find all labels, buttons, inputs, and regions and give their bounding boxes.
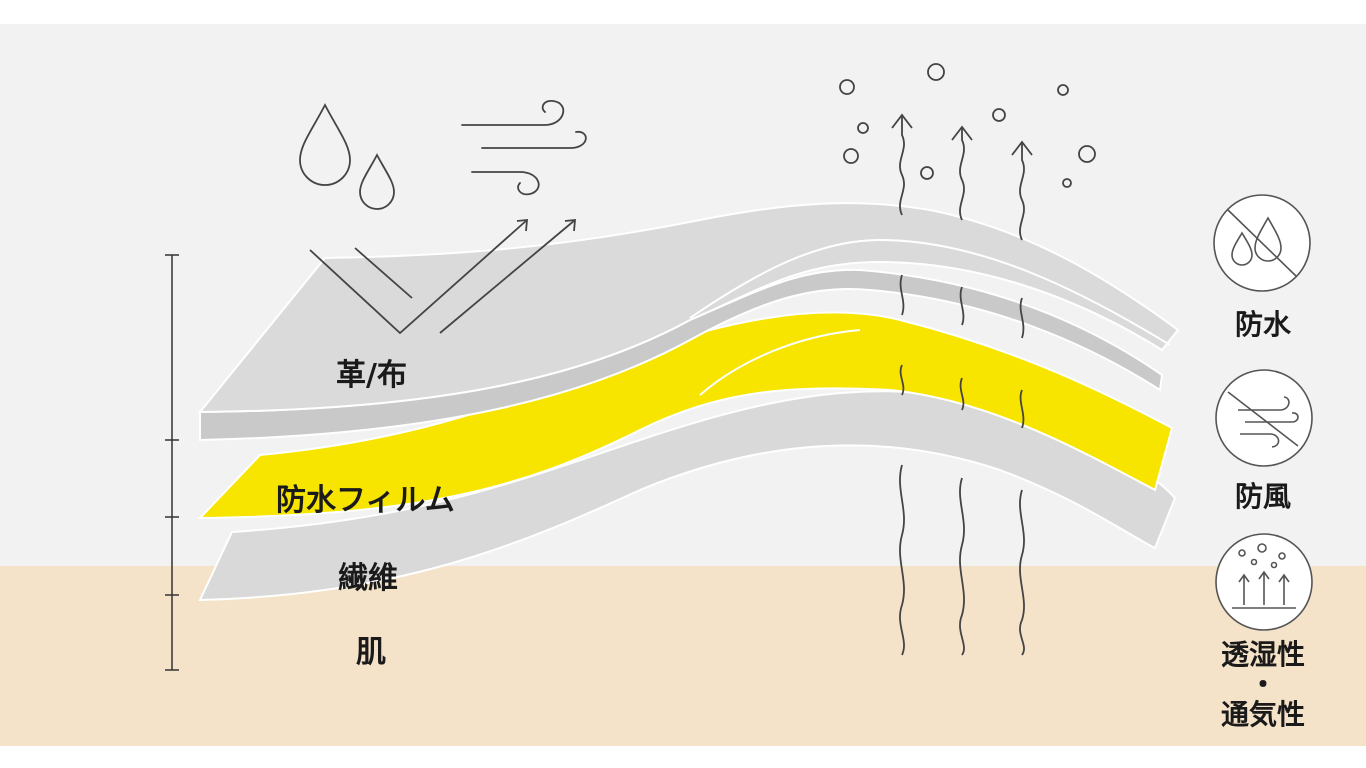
thickness-scale	[165, 254, 179, 671]
film-layer-label: 防水フィルム	[276, 483, 455, 518]
leather-layer	[197, 202, 1180, 442]
no-water-drops-icon	[1213, 194, 1311, 292]
no-wind-icon	[1215, 369, 1313, 467]
wind-icon	[461, 100, 587, 196]
water-drops-icon	[299, 103, 395, 210]
fiber-layer-label: 繊維	[338, 561, 398, 596]
moisture-vapor-icon	[1215, 533, 1313, 631]
leather-layer-label: 革/布	[336, 358, 407, 393]
vapor-arrows	[891, 113, 1033, 656]
fiber-layer	[198, 390, 1177, 602]
skin-layer-label: 肌	[356, 635, 386, 670]
breathability-feature-label: 透湿性 ・ 通気性	[1220, 638, 1305, 731]
waterproof-feature-label: 防水	[1234, 308, 1291, 341]
deflection-arrows	[309, 218, 576, 335]
vapor-bubbles-icon	[839, 63, 1096, 188]
windproof-feature-label: 防風	[1234, 480, 1291, 513]
